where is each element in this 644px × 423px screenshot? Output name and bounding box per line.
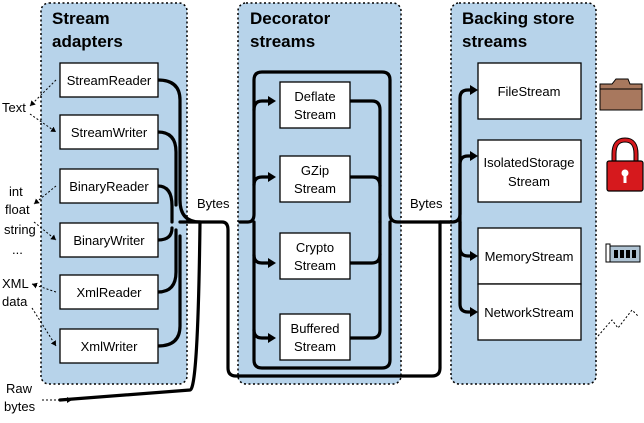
file-stream-label: FileStream xyxy=(498,84,561,99)
buffered-label-line2: Stream xyxy=(294,339,336,354)
primitive-types-label: int float string ... xyxy=(4,184,36,257)
svg-text:int: int xyxy=(9,184,23,199)
gzip-label-line2: Stream xyxy=(294,181,336,196)
binary-writer-node: BinaryWriter xyxy=(59,222,159,258)
network-lightning-icon xyxy=(597,309,639,337)
folder-icon xyxy=(599,78,643,111)
svg-text:bytes: bytes xyxy=(4,399,36,414)
raw-bytes-label: Raw bytes xyxy=(4,381,36,414)
network-stream-label: NetworkStream xyxy=(484,305,574,320)
backing-title-line1: Backing store xyxy=(462,9,574,28)
crypto-label-line2: Stream xyxy=(294,258,336,273)
binary-reader-node: BinaryReader xyxy=(59,168,159,204)
stream-reader-label: StreamReader xyxy=(67,73,152,88)
buffered-stream-node: Buffered Stream xyxy=(279,313,351,361)
buffered-label-line1: Buffered xyxy=(291,321,340,336)
xml-data-label: XML data xyxy=(2,276,29,309)
svg-text:XML: XML xyxy=(2,276,29,291)
adapters-title-line2: adapters xyxy=(52,32,123,51)
xml-reader-node: XmlReader xyxy=(59,274,159,310)
crypto-label-line1: Crypto xyxy=(296,240,334,255)
isolated-label-line2: Stream xyxy=(508,174,550,189)
isolated-label-line1: IsolatedStorage xyxy=(483,155,574,170)
memory-chip-icon xyxy=(605,243,641,263)
bytes-right-label: Bytes xyxy=(410,196,443,211)
decorators-title-line2: streams xyxy=(250,32,315,51)
svg-text:data: data xyxy=(2,294,28,309)
svg-text:float: float xyxy=(5,202,30,217)
stream-reader-node: StreamReader xyxy=(59,62,159,98)
gzip-stream-node: GZip Stream xyxy=(279,155,351,203)
text-label: Text xyxy=(2,100,26,115)
svg-text:...: ... xyxy=(12,242,23,257)
network-stream-node: NetworkStream xyxy=(477,283,582,341)
adapters-title-line1: Stream xyxy=(52,9,110,28)
isolated-storage-stream-node: IsolatedStorage Stream xyxy=(477,139,582,203)
deflate-stream-node: Deflate Stream xyxy=(279,81,351,129)
xml-reader-label: XmlReader xyxy=(76,285,142,300)
binary-reader-label: BinaryReader xyxy=(69,179,149,194)
gzip-label-line1: GZip xyxy=(301,163,329,178)
memory-stream-node: MemoryStream xyxy=(477,227,582,285)
bytes-left-label: Bytes xyxy=(197,196,230,211)
decorators-title-line1: Decorator xyxy=(250,9,331,28)
backing-title-line2: streams xyxy=(462,32,527,51)
svg-text:string: string xyxy=(4,222,36,237)
stream-writer-node: StreamWriter xyxy=(59,114,159,150)
padlock-icon xyxy=(606,137,644,192)
deflate-label-line1: Deflate xyxy=(294,89,335,104)
stream-writer-label: StreamWriter xyxy=(71,125,148,140)
file-stream-node: FileStream xyxy=(477,62,582,120)
xml-writer-label: XmlWriter xyxy=(81,339,138,354)
byte-flow-lines xyxy=(58,70,476,402)
xml-writer-node: XmlWriter xyxy=(59,328,159,364)
crypto-stream-node: Crypto Stream xyxy=(279,232,351,280)
deflate-label-line2: Stream xyxy=(294,107,336,122)
arrow-heads xyxy=(268,85,478,343)
memory-stream-label: MemoryStream xyxy=(485,249,574,264)
svg-text:Raw: Raw xyxy=(6,381,33,396)
dashed-connectors xyxy=(29,79,72,403)
binary-writer-label: BinaryWriter xyxy=(73,233,145,248)
